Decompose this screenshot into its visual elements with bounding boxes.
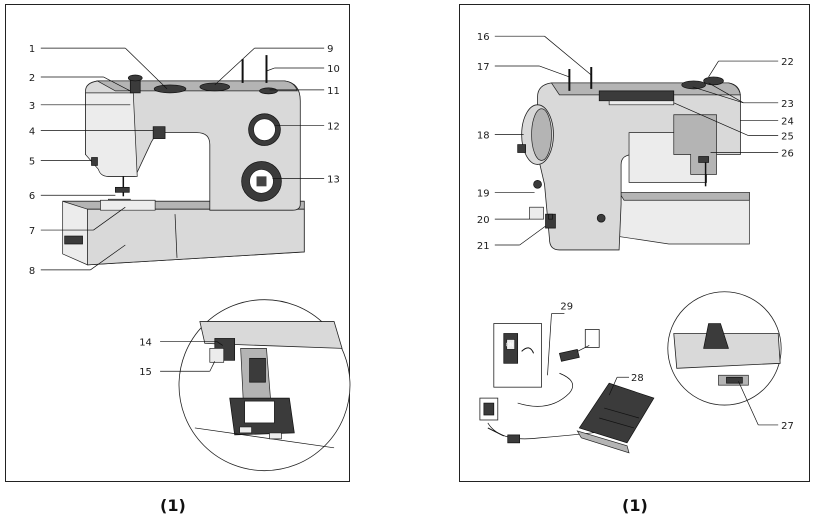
callout-19: 19	[477, 188, 490, 199]
callout-17: 17	[477, 62, 490, 73]
callout-15: 15	[139, 367, 152, 378]
sewing-machine-rear-illustration: ON	[479, 67, 782, 454]
rear-view-panel: ON	[459, 4, 810, 482]
callout-3: 3	[29, 101, 35, 112]
callout-20: 20	[477, 215, 490, 226]
front-view-diagram: 1 2 3 4 5 6 7 8 9 10 11 12 13 14 15	[29, 44, 351, 472]
front-view-panel: 1 2 3 4 5 6 7 8 9 10 11 12 13 14 15	[5, 4, 351, 482]
callout-12: 12	[327, 122, 340, 133]
figure-caption-right: (1)	[622, 496, 648, 515]
callout-9: 9	[327, 44, 333, 55]
callout-7: 7	[29, 226, 35, 237]
callout-4: 4	[29, 127, 35, 138]
callout-18: 18	[477, 131, 490, 142]
sewing-machine-front-illustration	[62, 55, 351, 472]
callout-24: 24	[781, 117, 794, 128]
svg-text:ON: ON	[506, 342, 514, 348]
figure-caption-left: (1)	[160, 496, 186, 515]
callout-29: 29	[560, 302, 573, 313]
callout-27: 27	[781, 421, 794, 432]
callout-8: 8	[29, 266, 35, 277]
callout-22: 22	[781, 57, 794, 68]
callout-2: 2	[29, 73, 35, 84]
callout-6: 6	[29, 191, 35, 202]
callout-16: 16	[477, 32, 490, 43]
callout-5: 5	[29, 156, 35, 167]
callout-13: 13	[327, 174, 340, 185]
callout-28: 28	[631, 373, 644, 384]
callout-25: 25	[781, 132, 794, 143]
rear-view-diagram: ON	[477, 32, 794, 454]
callout-14: 14	[139, 337, 152, 348]
callout-21: 21	[477, 241, 490, 252]
callout-10: 10	[327, 64, 340, 75]
callout-23: 23	[781, 99, 794, 110]
callout-1: 1	[29, 44, 35, 55]
callout-26: 26	[781, 148, 794, 159]
callout-11: 11	[327, 86, 340, 97]
